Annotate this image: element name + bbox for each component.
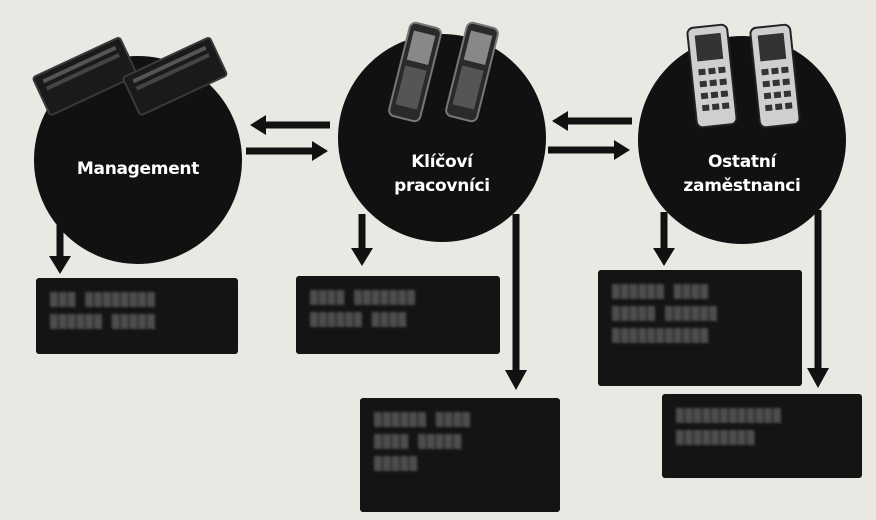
outcome-box-other-staff-2: ▒▒▒▒▒▒▒▒▒▒▒▒▒▒▒▒▒▒▒▒▒ (662, 394, 862, 478)
other-staff-label-line2: zaměstnanci (683, 176, 801, 196)
key-workers-circle (338, 34, 546, 242)
outcome-box-key-workers-2: ▒▒▒▒▒▒ ▒▒▒▒▒▒▒▒ ▒▒▒▒▒▒▒▒▒▒ (360, 398, 560, 512)
laptops-icon (32, 37, 228, 116)
management-label-text: Management (76, 159, 200, 179)
phones-icon (686, 23, 801, 129)
smartphones-icon (388, 21, 499, 123)
horizontal-arrows (246, 111, 632, 161)
outcome-box-other-staff-1: ▒▒▒▒▒▒ ▒▒▒▒▒▒▒▒▒ ▒▒▒▒▒▒▒▒▒▒▒▒▒▒▒▒▒ (598, 270, 802, 386)
outcome-box-key-workers-1-text: ▒▒▒▒ ▒▒▒▒▒▒▒▒▒▒▒▒▒ ▒▒▒▒ (310, 291, 416, 328)
outcome-box-management-text: ▒▒▒ ▒▒▒▒▒▒▒▒▒▒▒▒▒▒ ▒▒▒▒▒ (50, 293, 156, 330)
outcome-box-key-workers-1: ▒▒▒▒ ▒▒▒▒▒▒▒▒▒▒▒▒▒ ▒▒▒▒ (296, 276, 500, 354)
outcome-box-other-staff-2-text: ▒▒▒▒▒▒▒▒▒▒▒▒▒▒▒▒▒▒▒▒▒ (676, 409, 782, 446)
other-staff-label: Ostatní zaměstnanci (662, 150, 822, 198)
key-workers-label-line2: pracovníci (394, 176, 490, 196)
management-label: Management (58, 157, 218, 181)
key-workers-label-line1: Klíčoví (411, 152, 473, 172)
outcome-box-key-workers-2-text: ▒▒▒▒▒▒ ▒▒▒▒▒▒▒▒ ▒▒▒▒▒▒▒▒▒▒ (374, 413, 472, 472)
management-circle (34, 56, 242, 264)
outcome-box-management: ▒▒▒ ▒▒▒▒▒▒▒▒▒▒▒▒▒▒ ▒▒▒▒▒ (36, 278, 238, 354)
other-staff-label-line1: Ostatní (707, 152, 777, 172)
key-workers-label: Klíčoví pracovníci (372, 150, 512, 198)
vertical-arrows (49, 208, 829, 390)
outcome-box-other-staff-1-text: ▒▒▒▒▒▒ ▒▒▒▒▒▒▒▒▒ ▒▒▒▒▒▒▒▒▒▒▒▒▒▒▒▒▒ (612, 285, 718, 344)
